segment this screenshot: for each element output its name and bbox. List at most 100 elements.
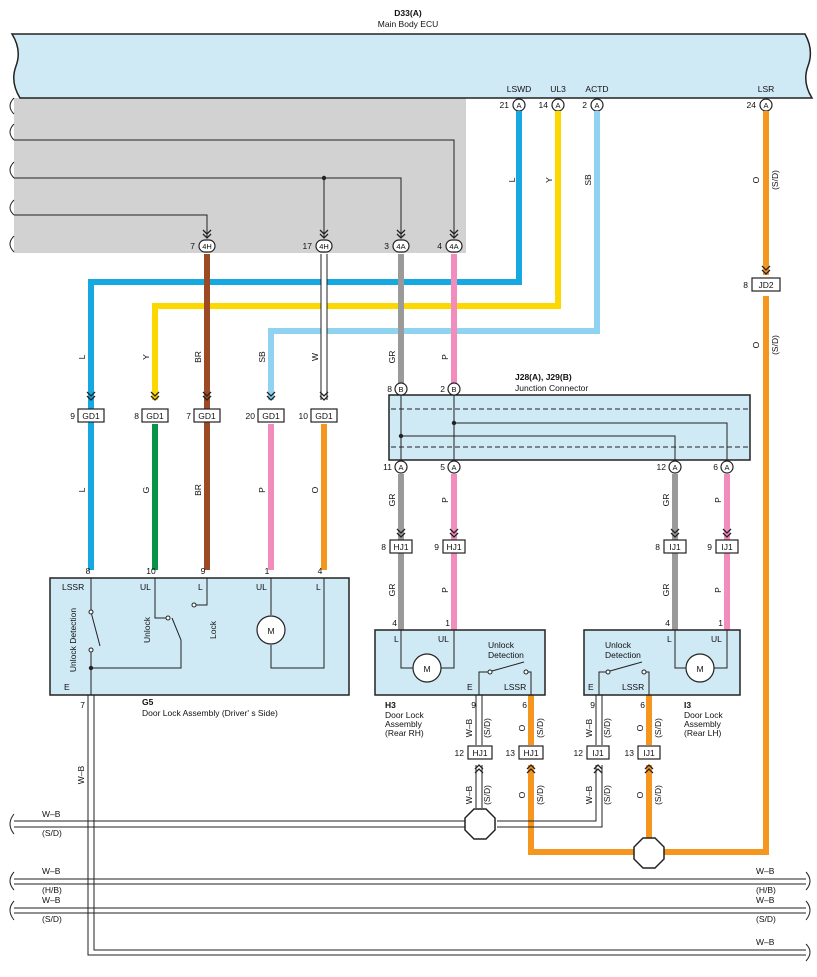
code-O: O bbox=[751, 176, 761, 183]
inline-num: 17 bbox=[303, 241, 313, 251]
code-SD: (S/D) bbox=[535, 718, 545, 738]
ecu-pin-num: 24 bbox=[747, 100, 757, 110]
g5-pin-label: L bbox=[198, 582, 203, 592]
g5-door-lock: 8 10 9 1 4 LSSR UL L UL L E 7 Unlock Det… bbox=[49, 566, 350, 718]
code-P: P bbox=[440, 497, 450, 503]
code-SB: SB bbox=[583, 174, 593, 186]
jd2-connector: JD2 8 bbox=[743, 265, 781, 292]
code-SD: (S/D) bbox=[770, 335, 780, 355]
i3-pin-num: 4 bbox=[665, 618, 670, 628]
hj1-num: 9 bbox=[434, 542, 439, 552]
code-WB: W–B bbox=[464, 785, 474, 804]
g5-pin-num: 4 bbox=[318, 566, 323, 576]
i3-pin-label: UL bbox=[711, 634, 722, 644]
splice-point bbox=[633, 837, 665, 869]
ecu-internal-lines bbox=[9, 97, 455, 253]
junction-pin-num: 8 bbox=[387, 384, 392, 394]
i3-e-label: E bbox=[588, 682, 594, 692]
ecu-pin-num: 14 bbox=[539, 100, 549, 110]
code-P: P bbox=[713, 497, 723, 503]
code-GR: GR bbox=[387, 584, 397, 597]
code-GR: GR bbox=[661, 584, 671, 597]
code-SD: (S/D) bbox=[602, 718, 612, 738]
junction-pin-num: 11 bbox=[383, 462, 392, 472]
i3-pin-num: 6 bbox=[640, 700, 645, 710]
g5-unlock: Unlock bbox=[142, 616, 152, 643]
code-L: L bbox=[77, 354, 87, 359]
code-SD: (S/D) bbox=[653, 785, 663, 805]
gd1-conn: GD1 bbox=[146, 411, 164, 421]
wire-Y bbox=[152, 111, 561, 400]
junction-pin-num: 12 bbox=[657, 462, 667, 472]
ecu-pin-name: LSR bbox=[758, 84, 775, 94]
h3-detection: Detection bbox=[488, 650, 524, 660]
junction-title: J28(A), J29(B) bbox=[515, 372, 572, 382]
ground-wires bbox=[14, 695, 806, 956]
break-marks bbox=[9, 813, 811, 962]
code-BR: BR bbox=[193, 484, 203, 496]
arrow-marks bbox=[202, 229, 459, 239]
h3-pin-num: 6 bbox=[522, 700, 527, 710]
i3-name: Assembly bbox=[684, 719, 722, 729]
inline-num: 3 bbox=[384, 241, 389, 251]
h3-pin-num: 1 bbox=[445, 618, 450, 628]
hj1-conn: HJ1 bbox=[393, 542, 408, 552]
gray-area bbox=[14, 98, 466, 253]
junction-pin-conn: A bbox=[451, 463, 456, 472]
ij1-conn: IJ1 bbox=[721, 542, 733, 552]
hj1-num: 13 bbox=[506, 748, 516, 758]
i3-name: (Rear LH) bbox=[684, 728, 721, 738]
h3-pin-num: 9 bbox=[471, 700, 476, 710]
ecu-pin-name: UL3 bbox=[550, 84, 566, 94]
inline-conn: 4A bbox=[396, 242, 405, 251]
code-GR: GR bbox=[387, 351, 397, 364]
wire-SB bbox=[268, 111, 600, 400]
i3-name: Door Lock bbox=[684, 710, 723, 720]
code-Y: Y bbox=[141, 354, 151, 360]
ecu-pin-conn: A bbox=[594, 101, 599, 110]
gd1-num: 8 bbox=[134, 411, 139, 421]
g5-unlock-detection: Unlock Detection bbox=[68, 608, 78, 673]
i3-id: I3 bbox=[684, 700, 691, 710]
junction-pin-num: 2 bbox=[440, 384, 445, 394]
g5-pin-label: UL bbox=[256, 582, 267, 592]
wire-O bbox=[649, 296, 769, 855]
code-L: L bbox=[77, 487, 87, 492]
h3-pin-label: L bbox=[394, 634, 399, 644]
inline-conn: 4H bbox=[319, 242, 329, 251]
gd1-conn: GD1 bbox=[82, 411, 100, 421]
ecu-pin-conn: A bbox=[763, 101, 768, 110]
ecu-pin-num: 21 bbox=[500, 100, 510, 110]
ecu-inline-connectors: 4H 4H 4A 4A 7 17 3 4 bbox=[190, 239, 463, 253]
inline-num: 7 bbox=[190, 241, 195, 251]
g5-pin-label: LSSR bbox=[62, 582, 84, 592]
hj1-conn: HJ1 bbox=[523, 748, 538, 758]
bus-code: (S/D) bbox=[42, 914, 62, 924]
code-SD: (S/D) bbox=[482, 785, 492, 805]
junction-pin-conn: A bbox=[672, 463, 677, 472]
wire-L bbox=[88, 111, 522, 570]
h3-pin-num: 4 bbox=[392, 618, 397, 628]
bus-code: W–B bbox=[42, 895, 61, 905]
code-SD: (S/D) bbox=[602, 785, 612, 805]
code-O: O bbox=[635, 791, 645, 798]
ecu-pins: LSWD UL3 ACTD LSR 21 14 2 24 A A A A bbox=[500, 84, 775, 112]
motor-icon: M bbox=[696, 664, 703, 674]
code-Y: Y bbox=[544, 177, 554, 183]
code-SD: (S/D) bbox=[770, 170, 780, 190]
ij1-num: 8 bbox=[655, 542, 660, 552]
code-O: O bbox=[751, 341, 761, 348]
bus-code: (H/B) bbox=[756, 885, 776, 895]
code-W: W bbox=[310, 353, 320, 361]
gd1-conn: GD1 bbox=[262, 411, 280, 421]
gd1-boxes: GD1 GD1 GD1 GD1 GD1 9 8 7 20 10 bbox=[70, 408, 338, 423]
code-P: P bbox=[713, 587, 723, 593]
junction-pin-num: 5 bbox=[440, 462, 445, 472]
code-GR: GR bbox=[387, 494, 397, 507]
code-G: G bbox=[141, 487, 151, 494]
bus-code: W–B bbox=[756, 866, 775, 876]
ecu-body bbox=[10, 33, 814, 99]
h3-name: Door Lock bbox=[385, 710, 424, 720]
junction-pin-conn: A bbox=[398, 463, 403, 472]
ij1-num: 13 bbox=[625, 748, 635, 758]
